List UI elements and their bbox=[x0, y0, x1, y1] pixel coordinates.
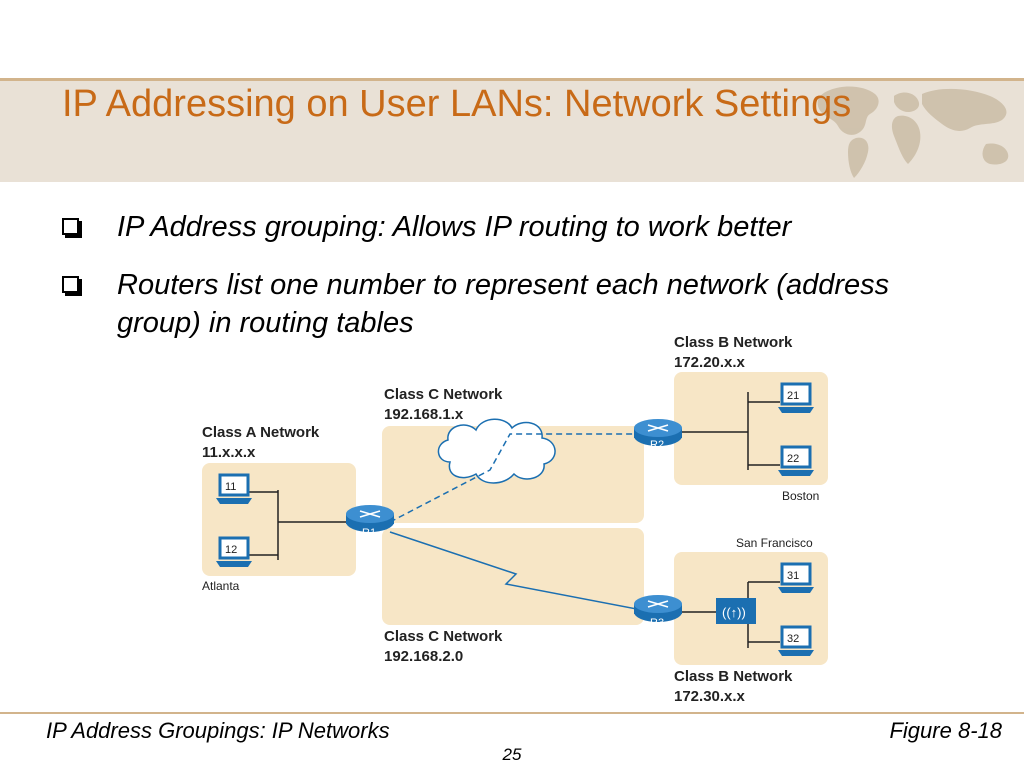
class-b2-site: San Francisco bbox=[736, 536, 813, 550]
host-31-label: 31 bbox=[787, 570, 799, 582]
pc-icon bbox=[216, 473, 252, 504]
checkbox-bullet-icon bbox=[62, 218, 79, 235]
wan-cloud-icon bbox=[437, 418, 556, 484]
host-21-label: 21 bbox=[787, 390, 799, 402]
router-r3-label: R3 bbox=[650, 617, 664, 629]
wireless-ap-icon: ((↑)) bbox=[716, 598, 756, 624]
footer-rule bbox=[0, 712, 1024, 714]
host-22-label: 22 bbox=[787, 453, 799, 465]
bullet-list: IP Address grouping: Allows IP routing t… bbox=[62, 208, 962, 362]
network-diagram: R1 R2 R3 ((↑)) 11 12 21 22 bbox=[202, 334, 828, 705]
title-band-rule bbox=[0, 78, 1024, 81]
class-c2-net: 192.168.2.0 bbox=[384, 648, 463, 665]
host-32-label: 32 bbox=[787, 633, 799, 645]
router-r3-icon bbox=[634, 595, 682, 622]
class-a-site: Atlanta bbox=[202, 579, 240, 593]
bullet-text: Routers list one number to represent eac… bbox=[117, 269, 890, 339]
pc-icon bbox=[778, 382, 814, 413]
class-b1-site: Boston bbox=[782, 489, 819, 503]
page-number: 25 bbox=[502, 745, 522, 764]
class-c1-net: 192.168.1.x bbox=[384, 406, 464, 423]
class-b1-label: Class B Network bbox=[674, 334, 793, 351]
router-r2-icon bbox=[634, 419, 682, 446]
class-c1-label: Class C Network bbox=[384, 386, 503, 403]
checkbox-bullet-icon bbox=[62, 276, 79, 293]
class-b2-label: Class B Network bbox=[674, 668, 793, 685]
router-r2-label: R2 bbox=[650, 439, 664, 451]
bullet-text: IP Address grouping: Allows IP routing t… bbox=[117, 211, 792, 243]
svg-text:((↑)): ((↑)) bbox=[722, 605, 746, 620]
class-c2-label: Class C Network bbox=[384, 628, 503, 645]
host-11-label: 11 bbox=[225, 481, 236, 493]
class-b2-net: 172.30.x.x bbox=[674, 688, 746, 705]
footer-caption: IP Address Groupings: IP Networks bbox=[46, 718, 390, 743]
class-b1-net: 172.20.x.x bbox=[674, 354, 746, 371]
host-12-label: 12 bbox=[225, 544, 237, 556]
pc-icon bbox=[778, 625, 814, 656]
pc-icon bbox=[778, 562, 814, 593]
pc-icon bbox=[778, 445, 814, 476]
lan-links bbox=[248, 392, 780, 648]
bullet-item: IP Address grouping: Allows IP routing t… bbox=[62, 208, 962, 246]
wan-links bbox=[389, 433, 643, 611]
world-map-decoration bbox=[817, 86, 1009, 178]
class-a-label: Class A Network bbox=[202, 424, 320, 441]
router-r1-icon bbox=[346, 505, 394, 532]
slide-title: IP Addressing on User LANs: Network Sett… bbox=[62, 83, 852, 125]
router-r1-label: R1 bbox=[362, 527, 376, 539]
bullet-item: Routers list one number to represent eac… bbox=[62, 266, 962, 342]
pc-icon bbox=[216, 536, 252, 567]
figure-reference: Figure 8-18 bbox=[889, 718, 1002, 743]
class-a-net: 11.x.x.x bbox=[202, 444, 256, 461]
